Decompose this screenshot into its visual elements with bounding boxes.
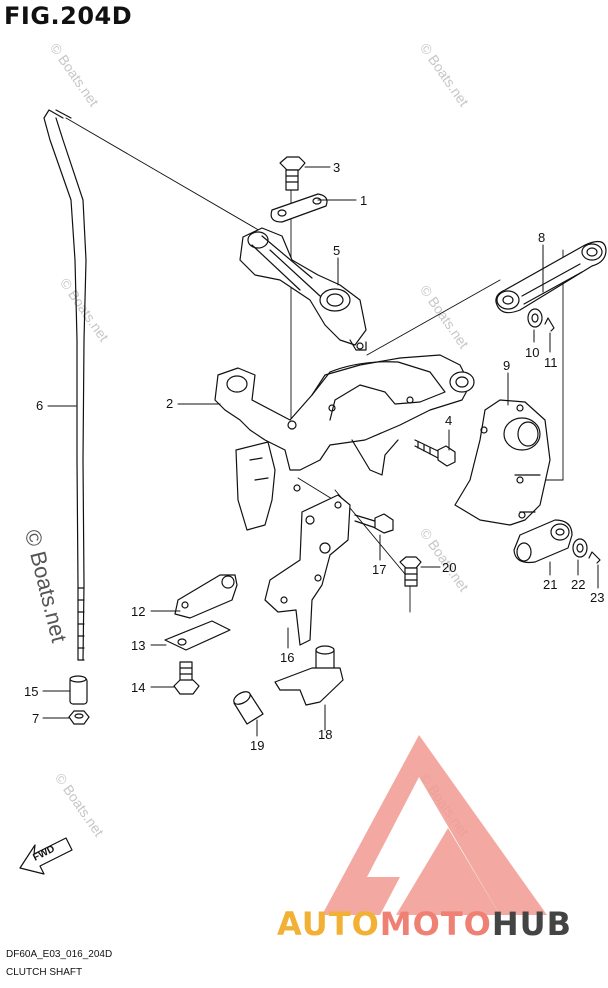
cover-9 [454,399,551,526]
callout-3: 3 [333,160,341,175]
brand-part-hub: HUB [491,905,573,943]
figure-title: FIG.204D [4,2,133,30]
brand-part-auto: AUTO [277,905,380,943]
bolt-14 [173,661,200,695]
pin-23 [588,551,601,564]
brand-logo: AUTOMOTOHUB [277,905,572,943]
drawing-name: CLUTCH SHAFT [6,967,83,978]
brand-logo-mark [322,735,547,915]
callout-14: 14 [131,680,146,695]
callout-16: 16 [280,650,295,665]
sleeve-19 [233,691,264,725]
callout-22: 22 [571,577,586,592]
plate-16 [264,494,351,646]
callout-21: 21 [543,577,558,592]
callout-7: 7 [32,711,40,726]
callout-11: 11 [544,355,558,370]
washer-22 [572,538,588,558]
bracket-2 [214,354,475,531]
bracket-12 [174,574,238,619]
callout-19: 19 [250,738,265,753]
bolt-4 [414,439,456,467]
callout-12: 12 [131,604,146,619]
clutch-shaft-part-5 [239,227,367,351]
washer-10 [527,308,543,328]
brand-part-moto: MOTO [379,905,492,943]
callout-9: 9 [503,358,511,373]
callout-8: 8 [538,230,546,245]
bolt-3 [279,156,306,191]
callout-15: 15 [24,684,39,699]
callout-5: 5 [333,243,341,258]
plate-1 [270,193,328,223]
callout-17: 17 [372,562,387,577]
shift-rod [43,109,87,661]
fwd-arrow-icon [19,837,73,875]
callout-18: 18 [318,727,333,742]
callout-4: 4 [445,413,453,428]
arm-8 [495,240,607,314]
callout-6: 6 [36,398,44,413]
callout-10: 10 [525,345,540,360]
drawing-code: DF60A_E03_016_204D [6,949,113,960]
callout-leaders [42,166,599,737]
holder-18 [274,645,344,706]
lever-21 [513,519,573,564]
callout-2: 2 [166,396,174,411]
bolt-17 [354,513,394,534]
rod-connector [69,675,88,705]
callout-20: 20 [442,560,457,575]
callout-13: 13 [131,638,146,653]
callout-23: 23 [590,590,605,605]
callout-1: 1 [360,193,368,208]
bolt-20 [399,556,422,587]
pin-11 [544,317,555,332]
plate-13 [164,620,231,651]
rod-nut [68,710,90,725]
